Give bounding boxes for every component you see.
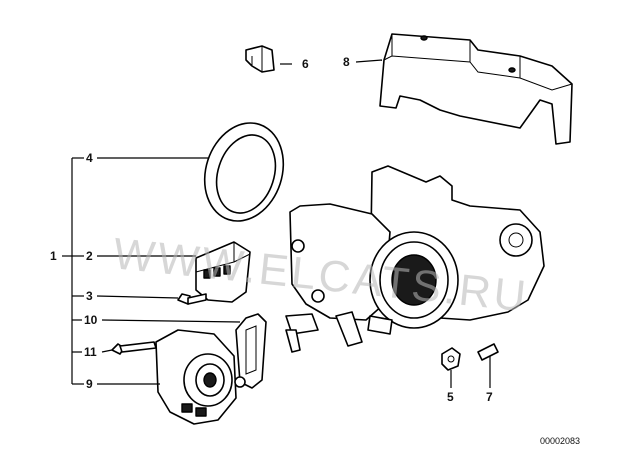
callout-4: 4 [86, 151, 93, 165]
callout-labels: 1 2 3 4 5 6 7 8 9 10 11 [50, 55, 493, 404]
callout-11: 11 [84, 345, 97, 359]
callout-1: 1 [50, 249, 57, 263]
callout-5: 5 [447, 390, 454, 404]
reference-number: 00002083 [540, 436, 580, 446]
callout-2: 2 [86, 249, 93, 263]
callout-9: 9 [86, 377, 93, 391]
callout-10: 10 [84, 313, 98, 327]
callout-leaders [62, 59, 491, 388]
part-4-seal-ring [203, 122, 285, 222]
callout-7: 7 [486, 390, 493, 404]
part-10-gasket [235, 313, 267, 389]
part-6-clip [245, 45, 275, 73]
part-3-screw [177, 293, 207, 305]
part-2-sensor [195, 241, 251, 303]
part-5-nut [441, 347, 461, 371]
callout-3: 3 [86, 289, 93, 303]
throttle-housing [285, 165, 545, 353]
part-9-actuator [155, 329, 246, 425]
callout-6: 6 [302, 57, 309, 71]
part-11-bolt [111, 341, 157, 355]
part-7-pin [477, 343, 499, 361]
callout-8: 8 [343, 55, 350, 69]
part-8-cover [379, 33, 573, 145]
